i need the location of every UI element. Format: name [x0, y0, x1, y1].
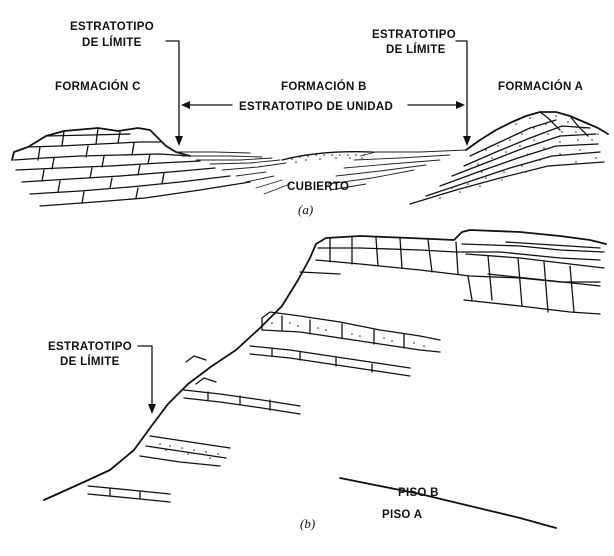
right-boundary-label-line2: DE LÍMITE [386, 43, 446, 56]
panel-b: ESTRATOTIPO DE LÍMITE PISO B PISO A (b) [43, 229, 607, 531]
upper-sandstone-stipple [271, 322, 425, 347]
massive-limestone-beds [299, 237, 605, 315]
formation-b-outcrop [175, 149, 467, 195]
left-boundary-label-line1: ESTRATOTIPO [70, 21, 154, 33]
stage-boundary-line [339, 477, 557, 529]
right-boundary-label-line1: ESTRATOTIPO [372, 29, 456, 41]
left-boundary-arrow [165, 40, 183, 146]
formation-b-label: FORMACIÓN B [281, 80, 367, 93]
panel-b-caption: (b) [300, 516, 315, 531]
upper-sandstone-bed [249, 311, 441, 377]
unit-stratotype-label: ESTRATOTIPO DE UNIDAD [239, 101, 393, 113]
formation-c-outcrop [11, 127, 251, 207]
lower-limestone-beds [87, 355, 301, 503]
formation-a-outcrop [409, 111, 609, 205]
boundary-label-line1: ESTRATOTIPO [48, 341, 132, 353]
boundary-label-line2: DE LÍMITE [60, 355, 120, 368]
lower-sandstone-stipple [159, 443, 219, 459]
stage-b-label: PISO B [398, 487, 439, 499]
stage-a-label: PISO A [382, 509, 422, 521]
sandstone-stipple-a [439, 115, 599, 199]
panel-a: ESTRATOTIPO DE LÍMITE ESTRATOTIPO DE LÍM… [11, 21, 609, 217]
covered-label: CUBIERTO [287, 181, 349, 193]
panel-a-caption: (a) [298, 202, 313, 217]
hillslope-profile [43, 229, 607, 501]
left-boundary-label-line2: DE LÍMITE [82, 36, 142, 49]
covered-interval-stipple [291, 154, 365, 163]
boundary-stratotype-arrow [137, 345, 156, 414]
right-boundary-arrow [455, 40, 471, 146]
formation-c-label: FORMACIÓN C [55, 80, 141, 93]
unit-stratotype-span [181, 101, 465, 109]
formation-a-label: FORMACIÓN A [498, 80, 583, 93]
